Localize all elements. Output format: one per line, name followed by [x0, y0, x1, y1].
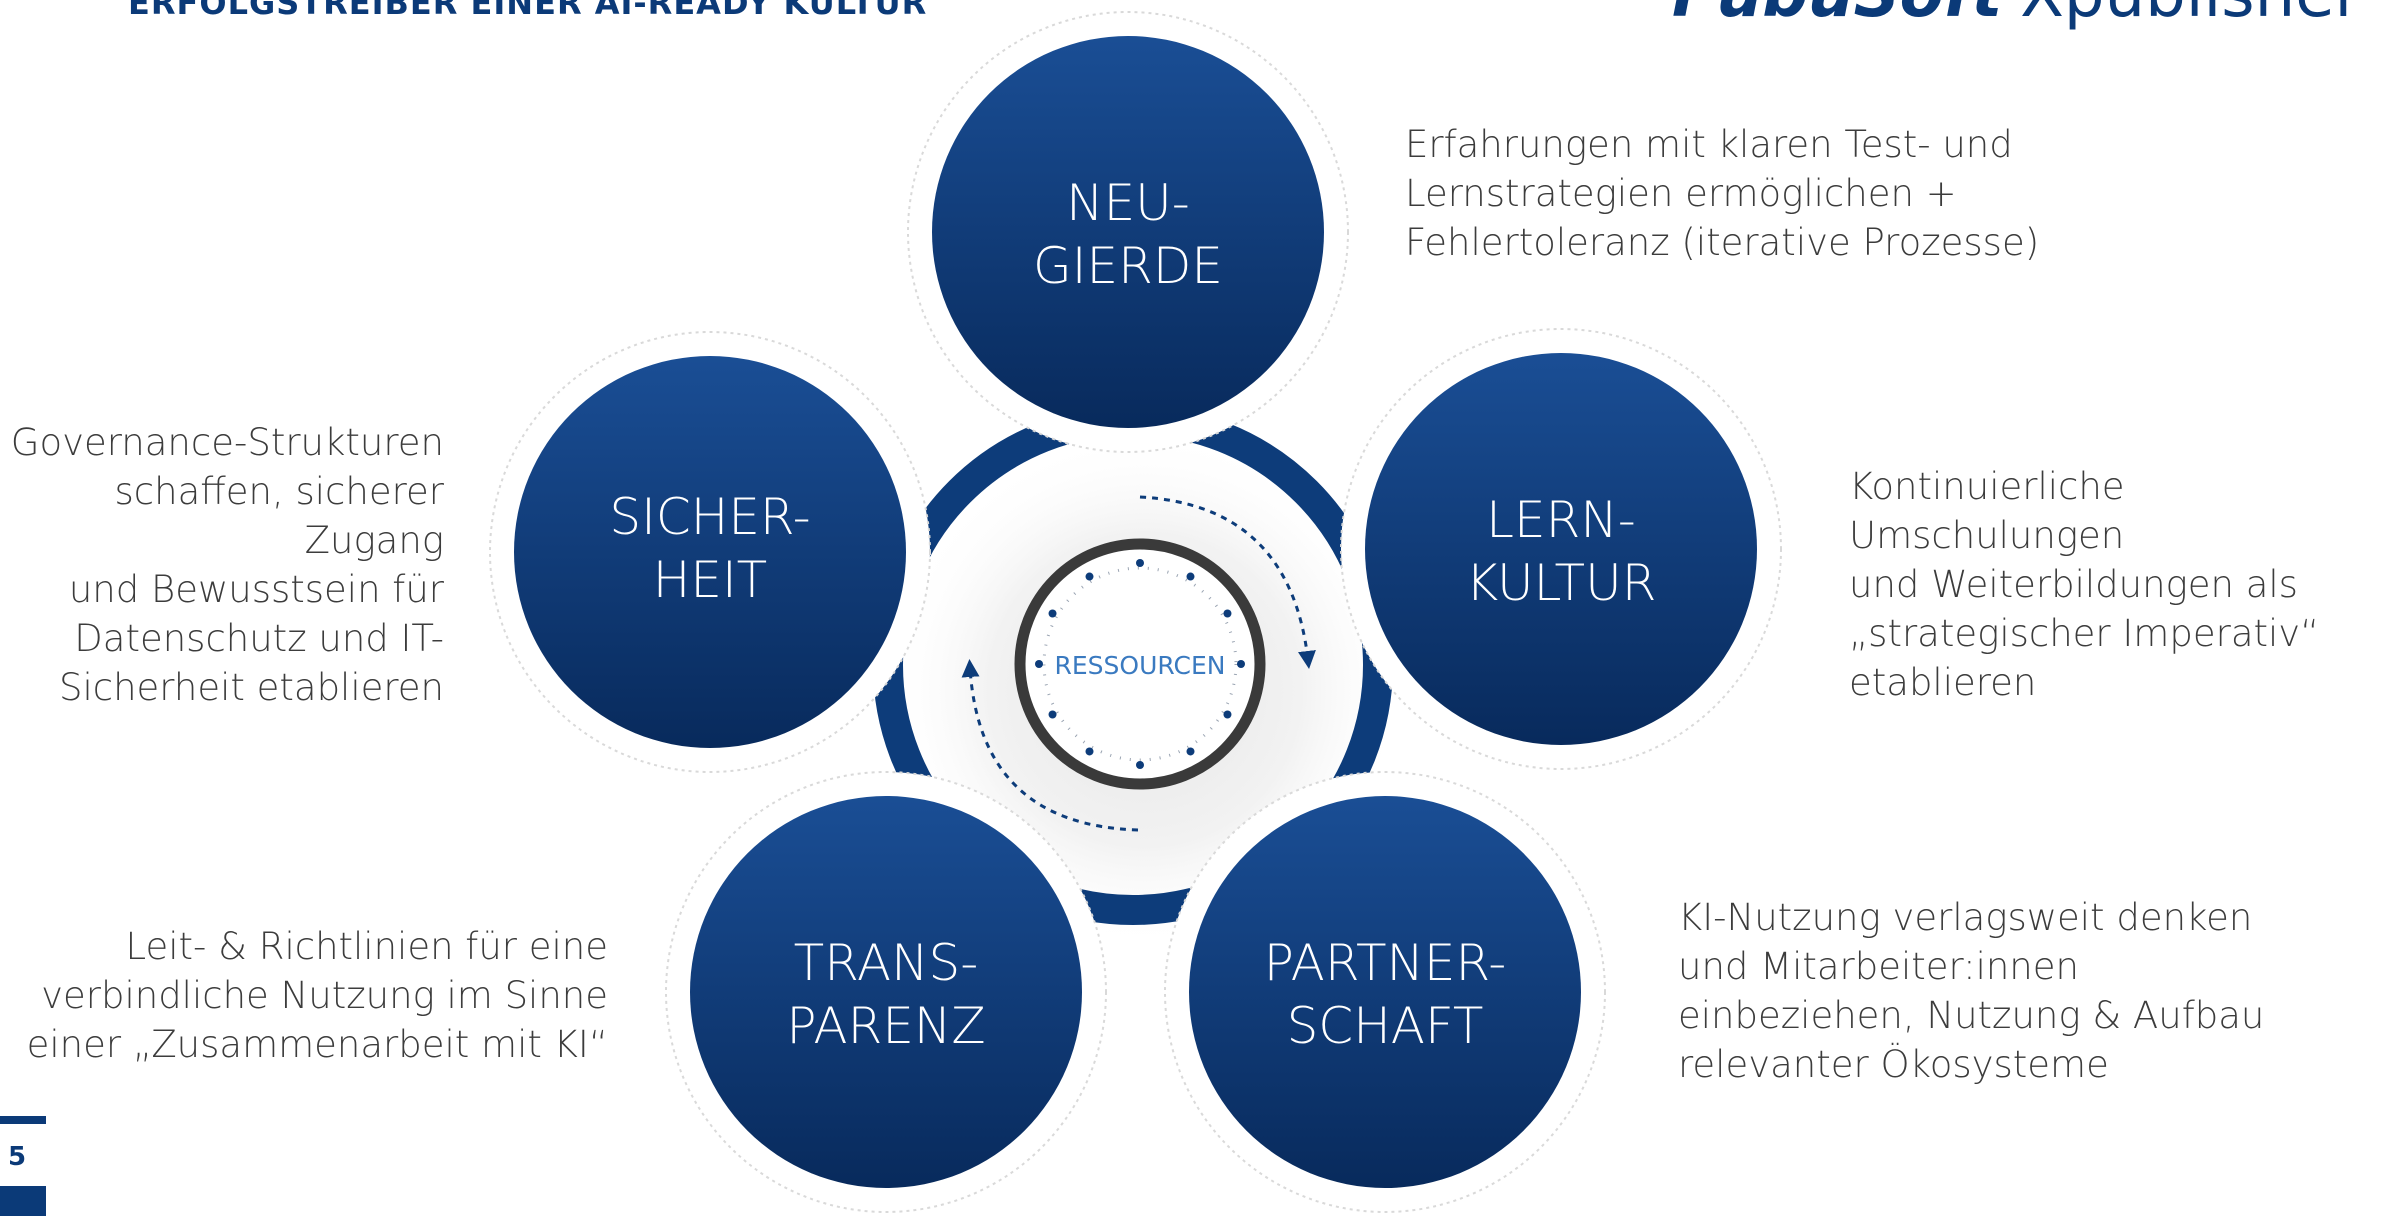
clock-hour-dot — [1223, 710, 1232, 719]
clock-hour-dot — [1085, 747, 1094, 756]
center-label: RESSOURCEN — [1055, 651, 1226, 680]
clock-hour-dot — [1186, 747, 1195, 756]
label-sicherheit-1: SICHER- — [609, 488, 810, 546]
clock-hour-dot — [1237, 660, 1245, 668]
label-partnerschaft-1: PARTNER- — [1264, 934, 1507, 992]
label-neugierde-1: NEU- — [1066, 174, 1190, 232]
cycle-arrow-left — [961, 659, 1139, 832]
circle-transparenz — [665, 771, 1107, 1213]
label-transparenz-2: PARENZ — [786, 997, 985, 1055]
clock-hour-dot — [1136, 761, 1144, 769]
label-partnerschaft-2: SCHAFT — [1287, 997, 1484, 1055]
desc-transparenz: Leit- & Richtlinien für eine verbindlich… — [26, 925, 608, 1066]
circle-lernkultur — [1340, 328, 1782, 770]
clock-hour-dot — [1085, 572, 1094, 581]
cycle-arrow-right — [1139, 495, 1316, 669]
clock-hour-dot — [1035, 660, 1043, 668]
label-lernkultur-1: LERN- — [1486, 491, 1636, 549]
label-sicherheit-2: HEIT — [653, 551, 767, 609]
page-number-text: 5 — [8, 1142, 27, 1172]
logo-product: Xpublisher — [2020, 0, 2361, 32]
clock-hour-dot — [1048, 710, 1057, 719]
page-number-bar-top — [0, 1116, 46, 1124]
page-number: 5 — [0, 1116, 46, 1216]
center-clock-icon — [1014, 538, 1266, 790]
label-neugierde-2: GIERDE — [1033, 237, 1223, 295]
page-title: ERFOLGSTREIBER EINER AI-READY KULTUR — [128, 0, 928, 22]
clock-hour-dot — [1186, 572, 1195, 581]
label-transparenz-1: TRANS- — [794, 934, 979, 992]
circle-sicherheit — [489, 331, 931, 773]
logo-brand: PubuSoft — [1672, 0, 2002, 32]
label-lernkultur-2: KULTUR — [1466, 554, 1657, 612]
desc-neugierde: Erfahrungen mit klaren Test- und Lernstr… — [1405, 123, 2040, 264]
desc-partnerschaft: KI-Nutzung verlagsweit denken und Mitarb… — [1678, 896, 2265, 1086]
circle-partnerschaft — [1164, 771, 1606, 1213]
page-number-bar-bottom — [0, 1186, 46, 1216]
desc-sicherheit: Governance-Strukturen schaffen, sicherer… — [10, 421, 444, 709]
clock-hour-dot — [1048, 609, 1057, 618]
circle-neugierde — [907, 11, 1349, 453]
desc-lernkultur: Kontinuierliche Umschulungen und Weiterb… — [1849, 465, 2320, 704]
clock-hour-dot — [1223, 609, 1232, 618]
clock-hour-dot — [1136, 559, 1144, 567]
company-logo: PubuSoft Xpublisher — [1672, 0, 2361, 32]
